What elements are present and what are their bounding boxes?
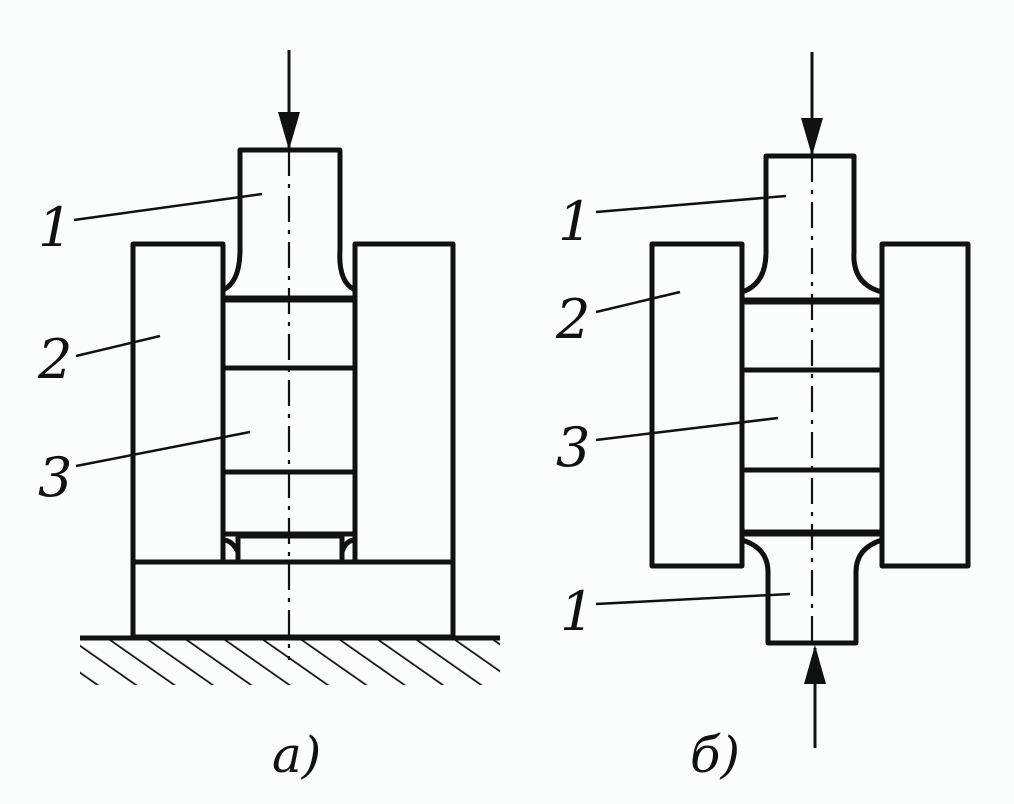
caption-a: а) bbox=[272, 726, 321, 784]
force-arrow-top-b bbox=[801, 118, 823, 156]
label-a-1: 1 bbox=[38, 196, 72, 259]
force-arrow-a bbox=[278, 112, 300, 150]
die-wall-left-b bbox=[649, 241, 745, 569]
force-arrow-bottom-b bbox=[804, 645, 826, 684]
die-wall-left-a bbox=[130, 241, 226, 565]
caption-b: б) bbox=[690, 726, 740, 784]
lower-punch-b bbox=[739, 531, 885, 646]
label-b-3: 3 bbox=[556, 416, 590, 479]
label-a-3: 3 bbox=[38, 446, 72, 509]
die-wall-right-a bbox=[352, 241, 456, 565]
label-b-1-top: 1 bbox=[558, 190, 592, 253]
figure-a: 1 2 3 а) bbox=[37, 50, 500, 784]
label-b-1-bottom: 1 bbox=[560, 580, 594, 643]
label-a-2: 2 bbox=[37, 328, 72, 391]
label-b-2: 2 bbox=[555, 288, 590, 351]
die-wall-right-b bbox=[879, 241, 971, 569]
figure-b: 1 2 3 1 б) bbox=[555, 52, 971, 784]
base-plate-a bbox=[130, 559, 456, 640]
